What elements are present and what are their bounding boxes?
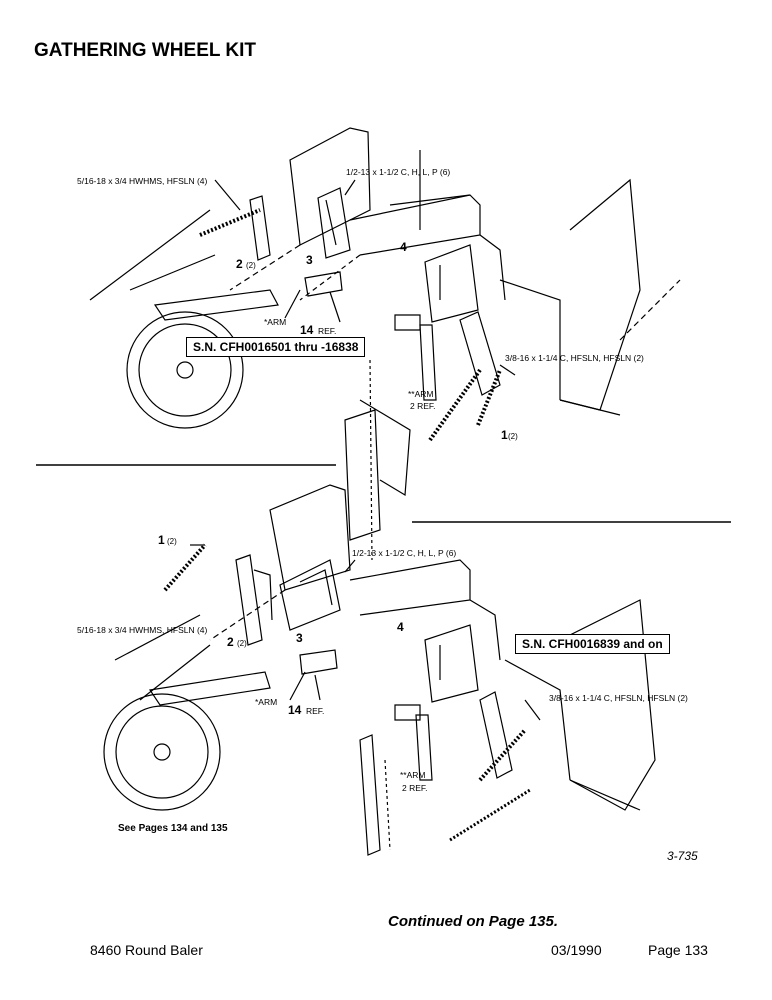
bracket-4-top: [424, 244, 479, 323]
spring-top-left: [199, 208, 261, 237]
gathering-wheel-top: [126, 311, 244, 429]
label-part-2-top: 2: [236, 257, 243, 271]
bracket-3-bottom: [279, 559, 341, 631]
label-part-14-bottom: 14: [288, 703, 302, 717]
frame-panel: [289, 127, 371, 246]
see-pages-note: See Pages 134 and 135: [118, 823, 228, 834]
spring-part-1-top: [476, 369, 502, 426]
footer-page: Page 133: [648, 942, 708, 958]
label-arm2-b-top: 2 REF.: [410, 401, 436, 411]
label-part-4-top: 4: [400, 240, 407, 254]
label-hw-5-16-bottom: 5/16-18 x 3/4 HWHMS, HFSLN (4): [77, 625, 208, 635]
bracket-4-bottom: [424, 624, 479, 703]
label-ref-top: REF.: [318, 326, 336, 336]
label-part-1-top: 1: [501, 428, 508, 442]
label-part-3-top: 3: [306, 253, 313, 267]
footer-date: 03/1990: [551, 942, 602, 958]
label-part-1-bottom: 1: [158, 533, 165, 547]
label-arm2-a-top: **ARM: [408, 389, 434, 399]
label-hw-3-8-bottom: 3/8-16 x 1-1/4 C, HFSLN, HFSLN (2): [549, 693, 688, 703]
label-hw-1-2-bottom: 1/2-13 x 1-1/2 C, H, L, P (6): [352, 548, 456, 558]
footer-model: 8460 Round Baler: [90, 942, 203, 958]
label-part-14-top: 14: [300, 323, 314, 337]
label-part-2-bottom: 2: [227, 635, 234, 649]
label-part-3-bottom: 3: [296, 631, 303, 645]
spring-part-1-bottom: [163, 543, 207, 592]
label-hw-1-2-top: 1/2-13 x 1-1/2 C, H, L, P (6): [346, 167, 450, 177]
label-ref-bottom: REF.: [306, 706, 324, 716]
page-title: GATHERING WHEEL KIT: [34, 40, 257, 61]
wheel-arm-top: [153, 289, 279, 321]
bracket-2-bottom: [235, 554, 263, 646]
label-arm-bottom: *ARM: [255, 697, 277, 707]
label-part-2-qty-bottom: (2): [237, 639, 247, 648]
label-part-1-qty-bottom: (2): [167, 537, 177, 546]
label-arm2-b-bottom: 2 REF.: [402, 783, 428, 793]
label-part-4-bottom: 4: [397, 620, 404, 634]
continued-note: Continued on Page 135.: [388, 913, 559, 930]
serial-box-top: S.N. CFH0016501 thru -16838: [186, 337, 366, 357]
figure-number: 3-735: [667, 849, 698, 863]
label-arm-top: *ARM: [264, 317, 286, 327]
gathering-wheel-bottom: [103, 693, 221, 811]
bracket-3-top: [317, 187, 351, 259]
label-part-1-qty-top: (2): [508, 432, 518, 441]
label-hw-5-16-top: 5/16-18 x 3/4 HWHMS, HFSLN (4): [77, 176, 208, 186]
label-arm2-a-bottom: **ARM: [400, 770, 426, 780]
wheel-arm-bottom: [148, 671, 271, 706]
bracket-2-top: [249, 195, 271, 261]
serial-box-bottom: S.N. CFH0016839 and on: [515, 634, 670, 654]
label-part-2-qty-top: (2): [246, 261, 256, 270]
label-hw-3-8-top: 3/8-16 x 1-1/4 C, HFSLN, HFSLN (2): [505, 353, 644, 363]
